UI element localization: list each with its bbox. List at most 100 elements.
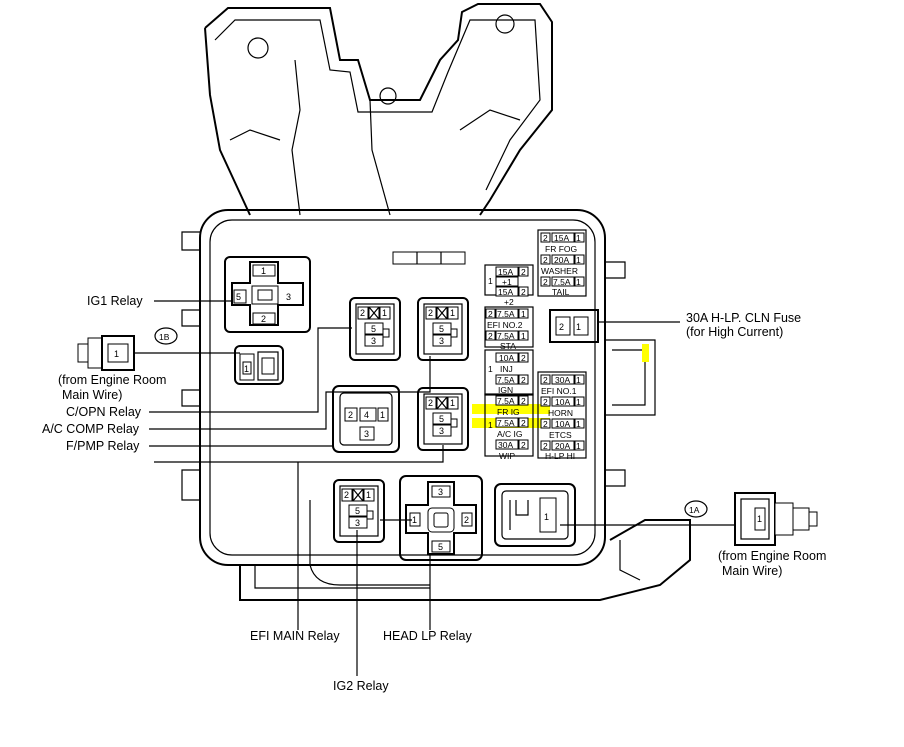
connector-1a-socket: 1 xyxy=(494,483,576,547)
fuse-name-ign: IGN xyxy=(498,385,513,395)
fuse-name-sta: STA xyxy=(500,341,516,351)
ig1-relay-socket: 1 2 5 3 xyxy=(224,256,311,333)
svg-text:4: 4 xyxy=(364,410,369,420)
svg-text:1: 1 xyxy=(576,255,581,265)
svg-text:2: 2 xyxy=(543,441,548,451)
svg-text:2: 2 xyxy=(543,255,548,265)
svg-text:2: 2 xyxy=(464,515,469,525)
fuse-name-etcs: ETCS xyxy=(549,430,572,440)
ig2-relay-socket: 2 1 5 3 xyxy=(333,479,385,543)
fuse-amp-wip: 30A xyxy=(498,440,513,450)
svg-text:1: 1 xyxy=(450,308,455,318)
label-fpmp-relay: F/PMP Relay xyxy=(66,439,140,453)
label-copn-relay: C/OPN Relay xyxy=(66,405,142,419)
svg-text:1: 1 xyxy=(576,397,581,407)
fuse-amp-ign: 7.5A xyxy=(497,375,515,385)
svg-text:3: 3 xyxy=(286,292,291,302)
fuse-amp-acig: 7.5A xyxy=(497,418,515,428)
svg-text:1: 1 xyxy=(576,419,581,429)
svg-text:5: 5 xyxy=(371,324,376,334)
badge-1b-outline xyxy=(154,327,178,345)
fuse-amp-frig: 7.5A xyxy=(497,396,515,406)
label-ig2-relay: IG2 Relay xyxy=(333,679,389,693)
svg-text:2: 2 xyxy=(261,314,266,324)
svg-text:2: 2 xyxy=(543,375,548,385)
acc-relay-socket: 2 1 5 3 xyxy=(417,297,469,361)
svg-text:1: 1 xyxy=(244,364,249,374)
svg-text:2: 2 xyxy=(488,331,493,341)
svg-text:2: 2 xyxy=(521,375,526,385)
fuse-name-efi2: EFI NO.2 xyxy=(487,320,523,330)
svg-text:1: 1 xyxy=(576,233,581,243)
label-from-right-2: Main Wire) xyxy=(722,564,782,578)
fuse-amp-tail: 7.5A xyxy=(553,277,571,287)
svg-text:1: 1 xyxy=(576,441,581,451)
svg-text:2: 2 xyxy=(521,353,526,363)
fuse-name-plus2: +2 xyxy=(504,297,514,307)
svg-text:1: 1 xyxy=(488,420,493,430)
connector-right-plug: 1 xyxy=(734,492,818,546)
svg-text:2: 2 xyxy=(428,398,433,408)
svg-text:1: 1 xyxy=(488,276,493,286)
svg-text:2: 2 xyxy=(559,322,564,332)
svg-text:1: 1 xyxy=(757,514,762,524)
hlp-cln-fuse-socket: 2 1 xyxy=(549,309,599,343)
svg-text:2: 2 xyxy=(543,419,548,429)
label-from-left-2: Main Wire) xyxy=(62,388,122,402)
badge-1b: 1B xyxy=(159,332,170,342)
label-hlp-cln-fuse: 30A H-LP. CLN Fuse xyxy=(686,311,801,325)
copn-relay-socket: 2 1 5 3 xyxy=(349,297,401,361)
fuse-amp-plus1: 15A xyxy=(498,267,513,277)
svg-text:2: 2 xyxy=(344,490,349,500)
svg-text:1: 1 xyxy=(380,410,385,420)
highlight-fr-ig xyxy=(472,404,550,414)
highlight-bracket xyxy=(642,344,649,362)
fuse-name-efi1: EFI NO.1 xyxy=(541,386,577,396)
svg-text:1: 1 xyxy=(366,490,371,500)
svg-text:3: 3 xyxy=(438,487,443,497)
svg-text:2: 2 xyxy=(360,308,365,318)
svg-text:3: 3 xyxy=(439,426,444,436)
svg-text:5: 5 xyxy=(439,414,444,424)
fuse-name-wip: WIP xyxy=(499,451,515,461)
fuse-amp-inj: 10A xyxy=(499,353,514,363)
svg-text:2: 2 xyxy=(543,233,548,243)
fuse-name-washer: WASHER xyxy=(541,266,578,276)
svg-text:2: 2 xyxy=(521,396,526,406)
label-from-left-1: (from Engine Room xyxy=(58,373,166,387)
label-headlp-relay: HEAD LP Relay xyxy=(383,629,472,643)
svg-text:2: 2 xyxy=(521,440,526,450)
svg-text:5: 5 xyxy=(438,542,443,552)
svg-text:3: 3 xyxy=(355,518,360,528)
svg-text:2: 2 xyxy=(521,267,526,277)
badge-1a-outline xyxy=(684,500,708,518)
badge-1a: 1A xyxy=(689,505,700,515)
fuse-name-horn: HORN xyxy=(548,408,573,418)
fuse-amp-efi1: 30A xyxy=(555,375,570,385)
fuse-name-inj: INJ xyxy=(500,364,513,374)
fuse-name-hlphi: H-LP HI xyxy=(545,451,575,461)
svg-text:3: 3 xyxy=(364,429,369,439)
svg-text:1: 1 xyxy=(261,266,266,276)
fuse-column-right-upper: 2 1 2 1 2 1 xyxy=(537,229,587,297)
fuse-amp-fr-fog: 15A xyxy=(554,233,569,243)
svg-text:1: 1 xyxy=(521,331,526,341)
svg-text:2: 2 xyxy=(543,397,548,407)
svg-text:1: 1 xyxy=(521,309,526,319)
connector-1b-socket: 1 xyxy=(234,345,284,385)
label-ig1-relay: IG1 Relay xyxy=(87,294,143,308)
square-relay-socket: 2 4 1 3 xyxy=(332,385,400,453)
fuse-name-fr-fog: FR FOG xyxy=(545,244,577,254)
fuse-amp-plus2: 15A xyxy=(498,287,513,297)
svg-text:5: 5 xyxy=(236,292,241,302)
fuse-amp-hlphi: 20A xyxy=(555,441,570,451)
svg-text:2: 2 xyxy=(521,418,526,428)
svg-text:1: 1 xyxy=(576,375,581,385)
fpmp-relay-socket: 2 1 5 3 xyxy=(417,387,469,451)
label-from-right-1: (from Engine Room xyxy=(718,549,826,563)
fuse-group-frig-acig-wip: 1 2 2 2 xyxy=(484,393,534,457)
svg-text:1: 1 xyxy=(450,398,455,408)
label-for-high-current: (for High Current) xyxy=(686,325,783,339)
svg-text:2: 2 xyxy=(521,287,526,297)
svg-text:1: 1 xyxy=(488,364,493,374)
